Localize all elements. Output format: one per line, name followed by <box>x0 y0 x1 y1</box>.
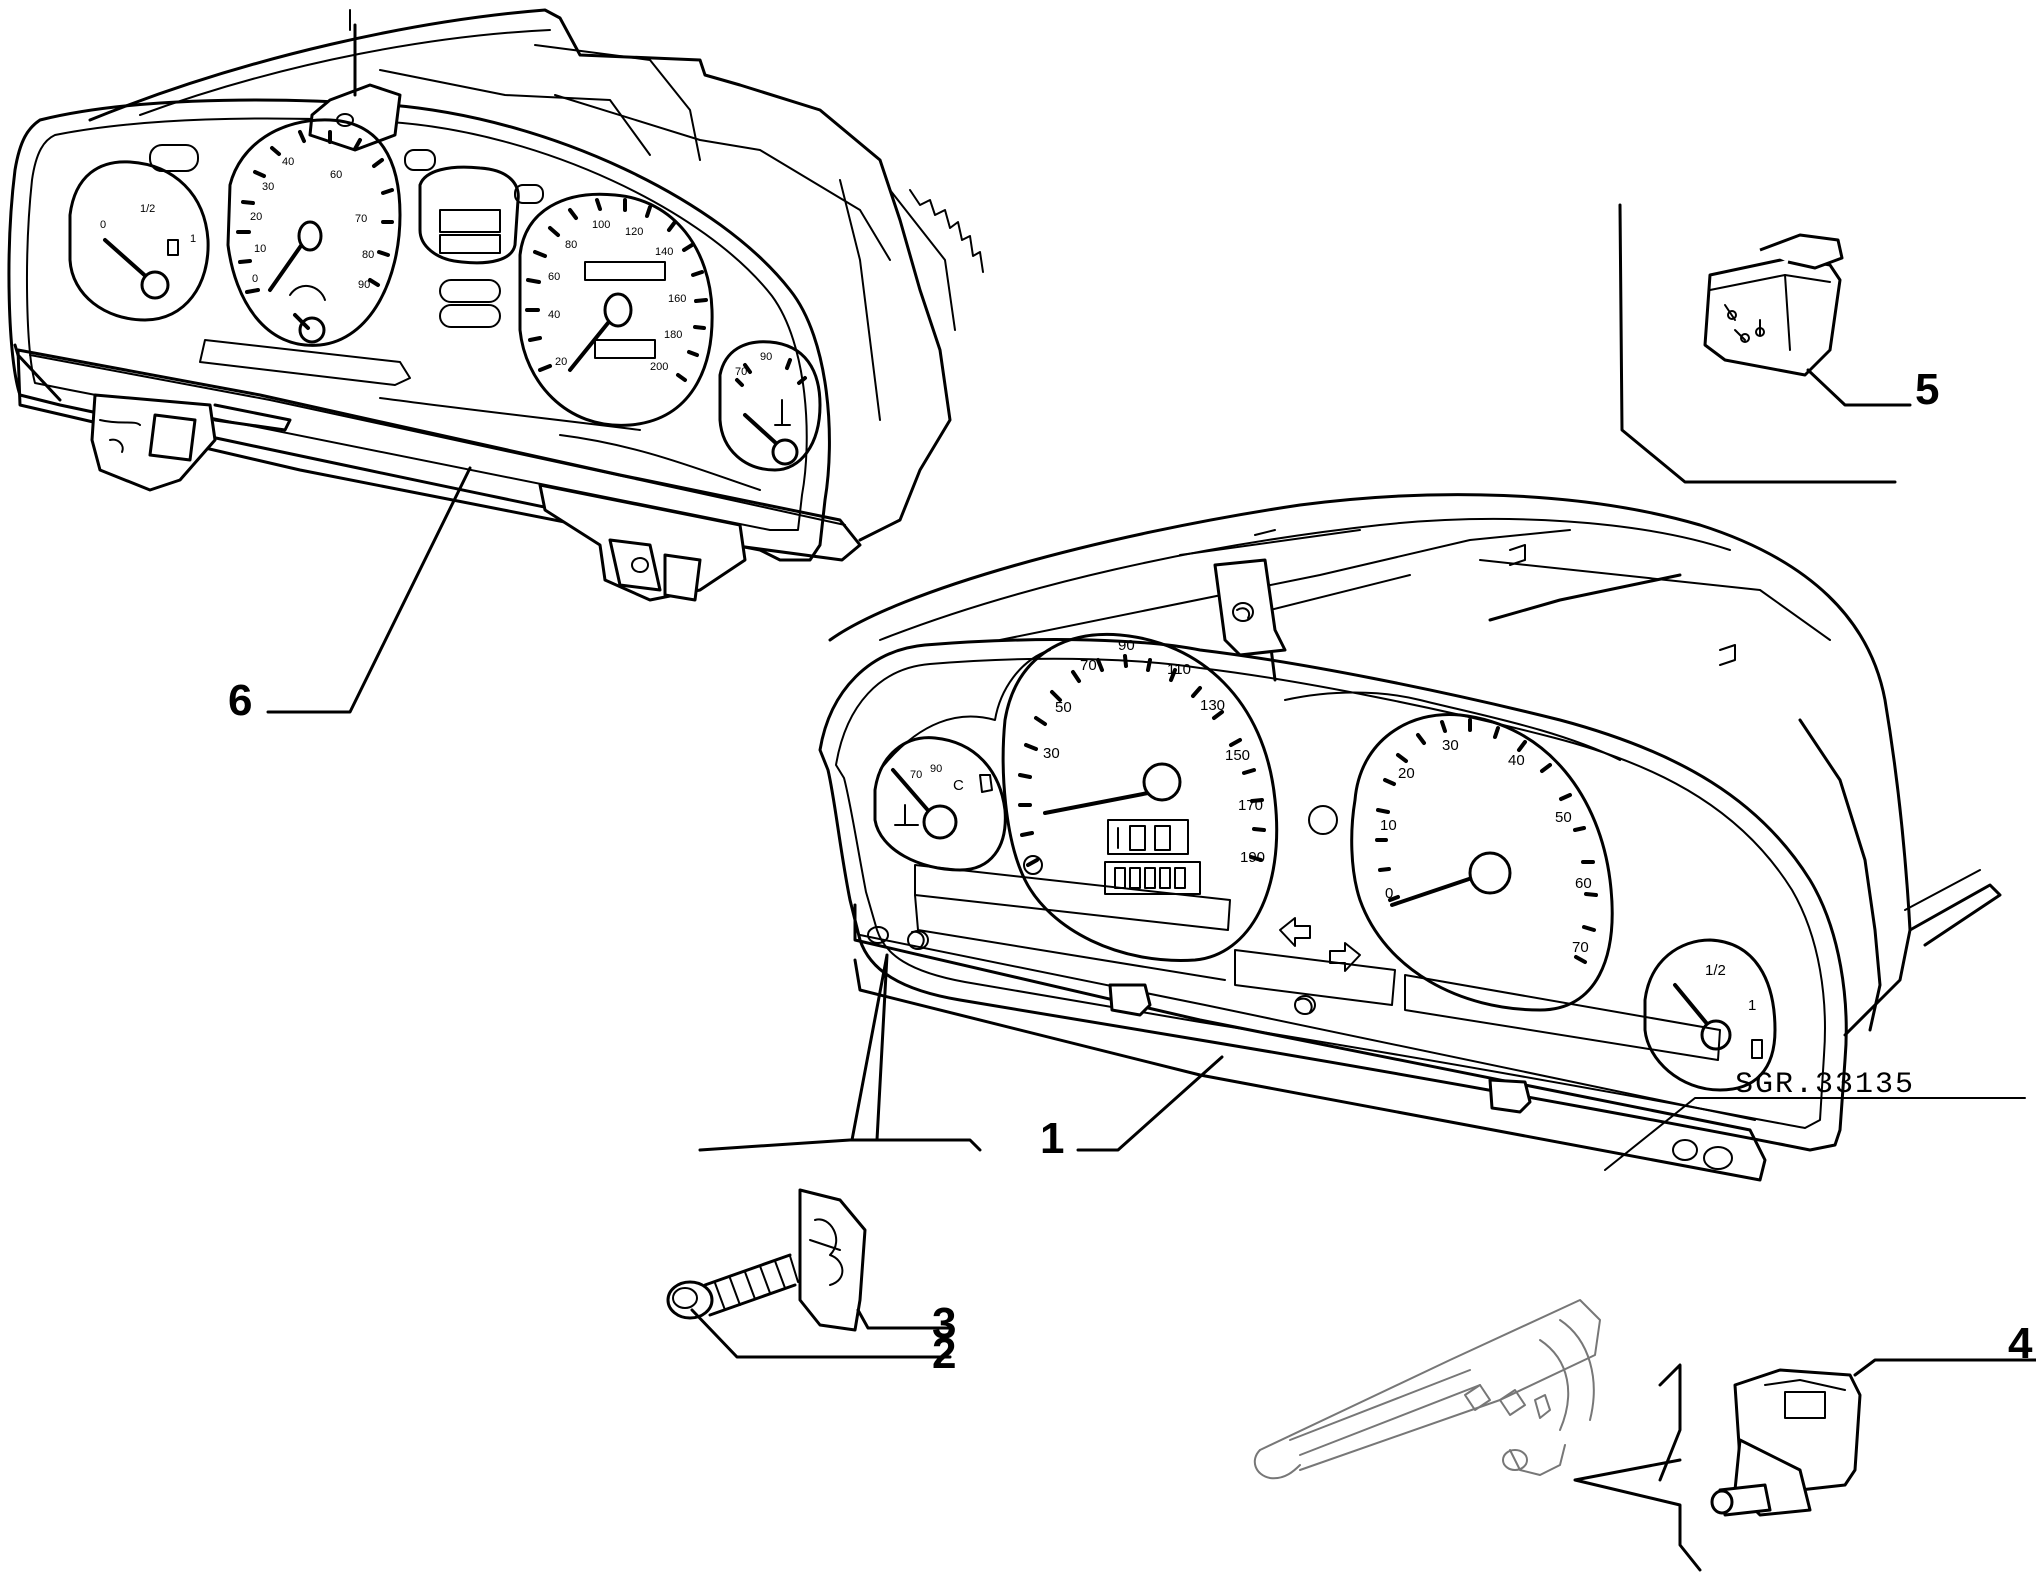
reference-code: SGR.33135 <box>1735 1068 1915 1102</box>
callout-4: 4 <box>2008 1319 2033 1368</box>
callout-1: 1 <box>1040 1114 1064 1163</box>
speedometer-upper: 20 40 60 80 100 120 140 160 180 200 <box>518 192 714 427</box>
speedometer-main: 30 50 70 90 110 130 150 170 190 <box>1001 632 1279 962</box>
svg-text:20: 20 <box>1398 765 1415 782</box>
tachometer-upper: 0 10 20 30 40 60 70 80 90 <box>226 118 402 347</box>
svg-text:1: 1 <box>1748 997 1756 1014</box>
svg-text:140: 140 <box>655 246 673 258</box>
svg-text:0: 0 <box>100 219 106 231</box>
svg-text:0: 0 <box>252 273 258 285</box>
leader-lines <box>266 368 2036 1572</box>
svg-text:60: 60 <box>548 271 560 283</box>
svg-text:40: 40 <box>282 156 294 168</box>
svg-text:70: 70 <box>1572 939 1589 956</box>
svg-text:50: 50 <box>1555 809 1572 826</box>
digital-display-upper <box>418 165 520 265</box>
svg-text:40: 40 <box>1508 752 1525 769</box>
svg-text:50: 50 <box>1055 699 1072 716</box>
svg-text:20: 20 <box>250 211 262 223</box>
callout-3: 3 <box>932 1299 956 1348</box>
svg-text:30: 30 <box>262 181 274 193</box>
relay-part <box>1703 233 1844 377</box>
svg-text:200: 200 <box>650 361 668 373</box>
callout-5: 5 <box>1915 365 1939 414</box>
fuel-pump-icon <box>1751 1039 1763 1059</box>
fuel-gauge-upper: 0 1/2 1 <box>68 160 210 322</box>
svg-text:80: 80 <box>565 239 577 251</box>
svg-text:30: 30 <box>1043 745 1060 762</box>
odometer-display-main <box>1104 819 1201 895</box>
svg-text:130: 130 <box>1200 697 1225 714</box>
spring-clip-part <box>798 1188 867 1332</box>
instrument-cluster-main: 70 90 C 30 50 70 90 110 130 150 170 190 <box>818 493 2002 1182</box>
svg-text:180: 180 <box>664 329 682 341</box>
svg-text:90: 90 <box>358 279 370 291</box>
temp-gauge-upper: 70 90 <box>718 340 822 472</box>
handbrake-lever-ref <box>1253 1299 1601 1480</box>
left-bracket-upper <box>90 393 292 492</box>
svg-text:10: 10 <box>1380 817 1397 834</box>
svg-text:60: 60 <box>1575 875 1592 892</box>
svg-text:70: 70 <box>735 366 747 378</box>
switch-part <box>1710 1368 1862 1517</box>
screw-part <box>666 1253 799 1320</box>
callout-6: 6 <box>228 676 252 725</box>
svg-text:10: 10 <box>254 243 266 255</box>
svg-text:120: 120 <box>625 226 643 238</box>
callout-labels: 6 1 2 3 4 5 SGR.33135 <box>228 365 2033 1378</box>
svg-text:0: 0 <box>1385 885 1393 902</box>
callout-2: 2 <box>932 1329 956 1378</box>
svg-text:40: 40 <box>548 309 560 321</box>
svg-text:90: 90 <box>1118 637 1135 654</box>
svg-text:110: 110 <box>1167 661 1191 678</box>
svg-text:150: 150 <box>1225 747 1250 764</box>
svg-text:1/2: 1/2 <box>140 203 155 215</box>
svg-text:70: 70 <box>355 213 367 225</box>
svg-text:70: 70 <box>910 769 922 781</box>
svg-text:1: 1 <box>190 233 196 245</box>
svg-text:1/2: 1/2 <box>1705 962 1726 979</box>
right-bracket-upper <box>538 483 747 602</box>
svg-text:90: 90 <box>930 763 942 775</box>
svg-text:190: 190 <box>1240 849 1265 866</box>
svg-text:70: 70 <box>1080 657 1097 674</box>
svg-text:160: 160 <box>668 293 686 305</box>
fuel-pump-icon <box>167 239 179 256</box>
svg-text:60: 60 <box>330 169 342 181</box>
turn-left-icon <box>1279 917 1311 947</box>
svg-text:80: 80 <box>362 249 374 261</box>
svg-text:170: 170 <box>1238 797 1263 814</box>
svg-text:20: 20 <box>555 356 567 368</box>
instrument-cluster-upper: 0 1/2 1 0 10 20 30 40 60 70 80 90 <box>7 8 984 602</box>
svg-text:30: 30 <box>1442 737 1459 754</box>
turn-right-icon <box>1329 942 1361 972</box>
svg-text:90: 90 <box>760 351 772 363</box>
svg-text:C: C <box>953 777 964 794</box>
temp-gauge-main: 70 90 C <box>873 736 1007 872</box>
relay-bracket-line <box>1618 203 1897 484</box>
svg-text:100: 100 <box>592 219 610 231</box>
tachometer-main: 0 10 20 30 40 50 60 70 <box>1350 712 1614 1012</box>
